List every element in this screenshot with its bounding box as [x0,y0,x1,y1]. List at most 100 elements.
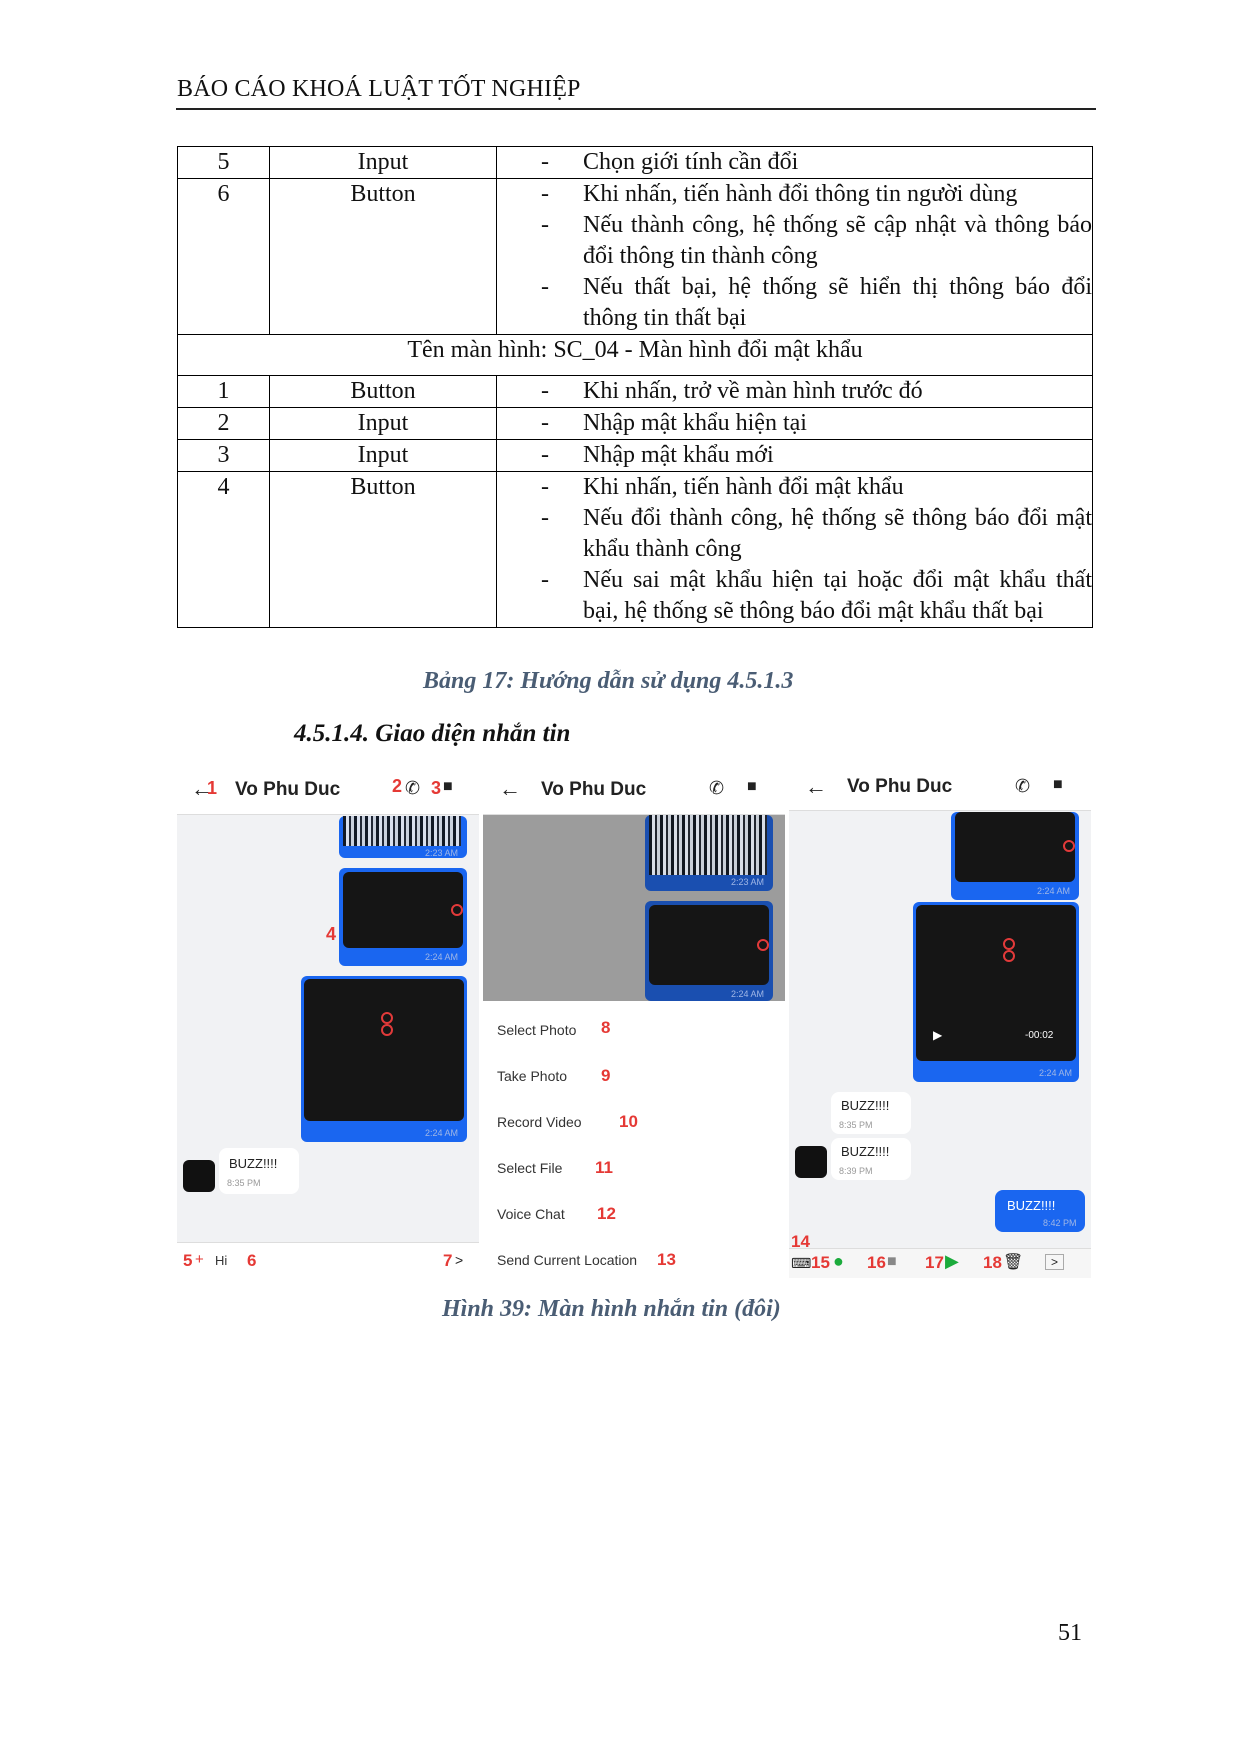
row-type: Input [269,407,497,440]
subheading: 4.5.1.4. Giao diện nhắn tin [294,720,571,747]
video-call-icon[interactable]: ■ [443,778,453,795]
row-number: 1 [177,375,270,408]
message-time: 2:24 AM [425,1128,459,1138]
select-file-item[interactable]: Select File [497,1160,563,1176]
video-duration: -00:02 [1025,1030,1054,1041]
voice-call-icon[interactable]: ✆ [1015,776,1031,796]
buzz-text: BUZZ!!!! [841,1144,890,1159]
row-number: 5 [177,146,270,179]
loading-icon [1063,840,1075,852]
plus-icon[interactable]: + [195,1251,204,1268]
row-number: 4 [177,471,270,628]
video-thumbnail [343,872,463,948]
send-icon[interactable]: > [455,1252,464,1268]
dimmed-chat-area: 2:23 AM 2:24 AM [483,815,785,1001]
select-photo-item[interactable]: Select Photo [497,1022,577,1038]
row-type: Button [269,178,497,335]
chat-header: ← 1 Vo Phu Duc 2 ✆ 3 ■ [177,766,479,815]
row-type: Button [269,471,497,628]
guide-table: 5 Input -Chọn giới tính cần đổi 6 Button… [177,146,1093,628]
row-description: -Nhập mật khẩu mới [496,439,1093,472]
callout-label: 10 [619,1112,638,1131]
callout-label: 12 [597,1204,616,1223]
table-row: 3 Input -Nhập mật khẩu mới [177,439,1093,472]
row-number: 6 [177,178,270,335]
contact-name: Vo Phu Duc [847,776,953,797]
loading-icon [381,1024,393,1036]
message-time: 2:23 AM [425,848,459,858]
row-description: -Khi nhấn, tiến hành đổi mật khẩu -Nếu đ… [496,471,1093,628]
buzz-message: BUZZ!!!! 8:35 PM [219,1148,299,1194]
send-location-item[interactable]: Send Current Location [497,1252,638,1268]
callout-label: 9 [601,1066,611,1085]
callout-label: 13 [657,1250,676,1269]
row-type: Input [269,439,497,472]
qr-image [649,815,767,875]
loading-icon [1003,950,1015,962]
callout-label: 16 [867,1253,886,1272]
chat-screen-2: ← Vo Phu Duc ✆ ■ 2:23 AM 2:24 AM Select … [483,766,785,1278]
loading-icon [381,1012,393,1024]
buzz-text: BUZZ!!!! [841,1098,890,1113]
video-thumbnail [649,905,769,985]
callout-label: 15 [811,1253,830,1272]
keyboard-icon[interactable]: ⌨ [791,1255,812,1271]
message-time: 8:35 PM [839,1120,873,1130]
microphone-icon[interactable]: ● [833,1251,844,1271]
row-type: Button [269,375,497,408]
record-video-item[interactable]: Record Video [497,1114,582,1130]
table-row: 2 Input -Nhập mật khẩu hiện tại [177,407,1093,440]
callout-label: 1 [207,778,218,798]
buzz-message: BUZZ!!!! 8:35 PM [831,1092,911,1134]
send-icon[interactable]: > [1045,1254,1065,1270]
page-header: BÁO CÁO KHOÁ LUẬT TỐT NGHIỆP [177,76,581,102]
callout-label: 17 [925,1253,944,1272]
take-photo-item[interactable]: Take Photo [497,1068,568,1084]
play-icon[interactable]: ▶ [933,1028,943,1042]
play-icon[interactable]: ▶ [945,1251,959,1271]
chat-header: ← Vo Phu Duc ✆ ■ [483,766,785,815]
video-call-icon[interactable]: ■ [747,778,757,795]
voice-chat-item[interactable]: Voice Chat [497,1206,565,1222]
video-thumbnail [955,812,1075,882]
video-message[interactable]: 2:24 AM [339,868,467,966]
video-thumbnail [304,979,464,1121]
back-arrow-icon[interactable]: ← [805,774,827,799]
stop-icon[interactable]: ■ [887,1253,897,1270]
section-title: Tên màn hình: SC_04 - Màn hình đổi mật k… [177,334,1093,376]
chat-screen-3: ← Vo Phu Duc ✆ ■ 2:24 AM ▶ -00:02 2:24 A… [789,766,1091,1278]
back-arrow-icon[interactable]: ← [191,776,213,801]
loading-icon [757,939,769,951]
video-message[interactable]: 2:24 AM [301,976,467,1142]
message-time: 2:24 AM [1037,886,1071,896]
row-description: -Khi nhấn, trở về màn hình trước đó [496,375,1093,408]
callout-label: 7 [443,1251,453,1270]
back-arrow-icon[interactable]: ← [499,776,521,801]
voice-call-icon[interactable]: ✆ [709,778,725,798]
avatar [183,1160,215,1192]
figure-caption: Hình 39: Màn hình nhắn tin (đôi) [442,1296,781,1322]
callout-label: 6 [247,1251,257,1270]
video-player[interactable] [916,905,1076,1061]
qr-image [343,816,461,846]
row-description: -Chọn giới tính cần đổi [496,146,1093,179]
video-call-icon[interactable]: ■ [1053,776,1063,793]
chat-header: ← Vo Phu Duc ✆ ■ [789,766,1091,811]
trash-icon[interactable]: 🗑 [1003,1254,1024,1271]
loading-icon [1003,938,1015,950]
message-time: 2:24 AM [425,952,459,962]
video-message[interactable]: 2:24 AM [951,812,1079,900]
message-time: 2:24 AM [731,989,765,999]
message-input[interactable]: Hi [215,1253,228,1268]
callout-label: 18 [983,1253,1002,1272]
table-section-row: Tên màn hình: SC_04 - Màn hình đổi mật k… [177,334,1093,376]
callout-label: 3 [431,778,442,798]
voice-call-icon[interactable]: ✆ [405,778,421,798]
message-time: 8:42 PM [1043,1218,1077,1228]
message-input-bar: 5 + Hi 6 7 > [177,1242,479,1278]
buzz-message: BUZZ!!!! 8:39 PM [831,1138,911,1180]
callout-label: 5 [183,1251,193,1270]
chat-screen-1: ← 1 Vo Phu Duc 2 ✆ 3 ■ 2:23 AM 2:24 AM 4… [177,766,479,1278]
image-message[interactable]: 2:23 AM [339,816,467,858]
video-message[interactable]: ▶ -00:02 2:24 AM [913,902,1079,1082]
